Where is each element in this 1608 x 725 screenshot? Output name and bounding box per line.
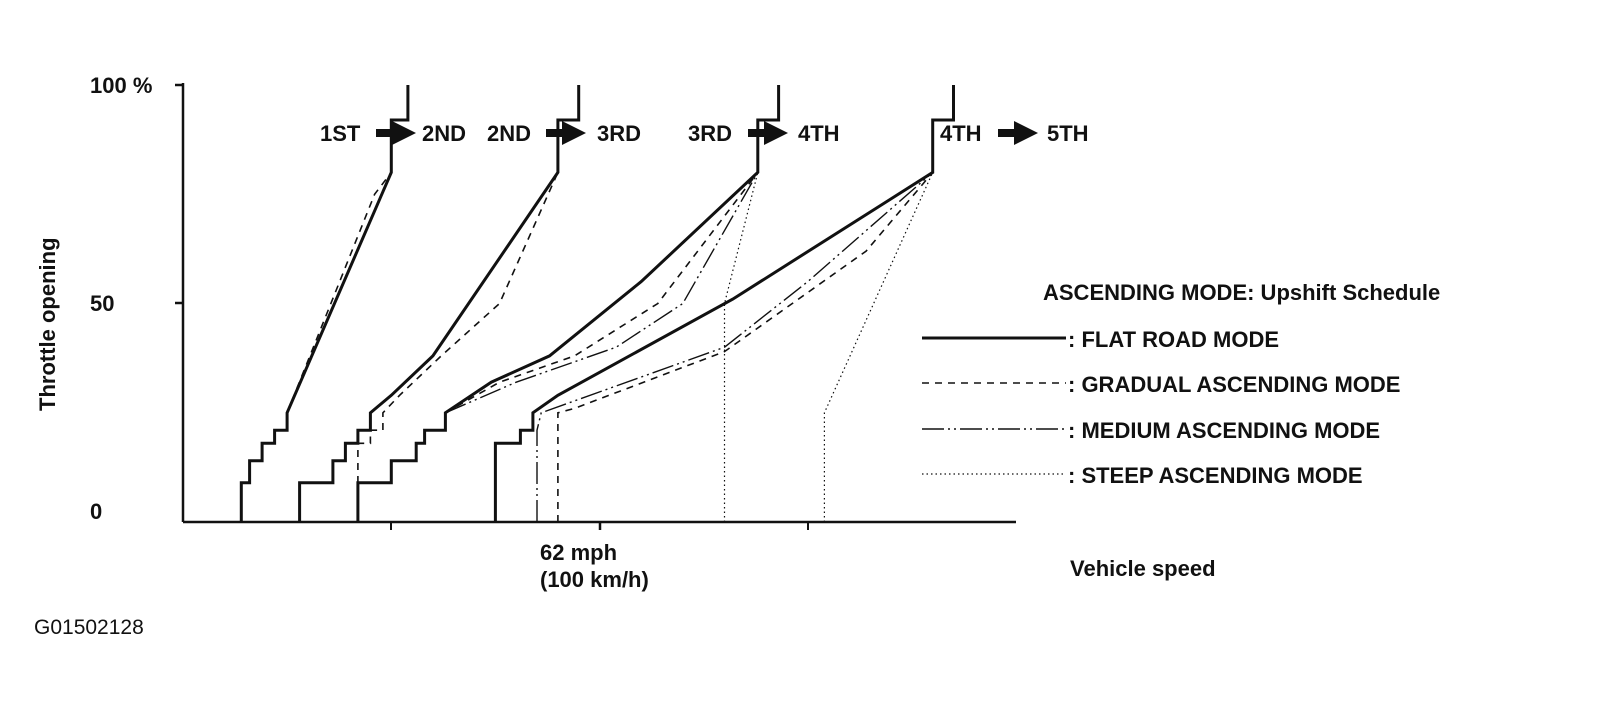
shift-from-label: 3RD — [688, 121, 732, 146]
shift-curves-2nd-3rd — [298, 85, 581, 522]
x-tick-label: 62 mph — [540, 540, 617, 565]
series-line-flat — [356, 85, 781, 522]
legend-title: ASCENDING MODE: Upshift Schedule — [1043, 280, 1440, 305]
x-tick-sublabel: (100 km/h) — [540, 567, 649, 592]
series-line-gradual — [357, 172, 559, 522]
y-axis-title: Throttle opening — [35, 237, 60, 411]
legend: ASCENDING MODE: Upshift Schedule : FLAT … — [922, 280, 1440, 488]
shift-curves-3rd-4th — [356, 85, 781, 522]
shift-label-4th-5th: 4TH 5TH — [940, 121, 1089, 146]
y-tick-label-50: 50 — [90, 291, 114, 316]
shift-to-label: 5TH — [1047, 121, 1089, 146]
series-line-medium — [445, 172, 759, 414]
shift-from-label: 4TH — [940, 121, 982, 146]
figure-code: G01502128 — [34, 616, 144, 639]
series-line-steep — [723, 172, 759, 522]
legend-label-flat: : FLAT ROAD MODE — [1068, 327, 1279, 352]
series-line-steep — [823, 172, 934, 522]
series-line-gradual — [286, 171, 392, 414]
shift-to-label: 2ND — [422, 121, 466, 146]
y-tick-label-100: 100 % — [90, 73, 152, 98]
shift-to-label: 4TH — [798, 121, 840, 146]
series-line-gradual — [557, 171, 934, 522]
series-line-flat — [239, 85, 410, 522]
series-line-gradual — [445, 171, 759, 414]
legend-label-steep: : STEEP ASCENDING MODE — [1068, 463, 1363, 488]
legend-label-gradual: : GRADUAL ASCENDING MODE — [1068, 372, 1400, 397]
series-line-flat — [493, 85, 955, 522]
shift-curves-1st-2nd — [239, 85, 410, 522]
shift-label-1st-2nd: 1ST 2ND — [320, 121, 466, 146]
series-layer — [239, 85, 955, 522]
shift-label-2nd-3rd: 2ND 3RD — [487, 121, 641, 146]
series-line-medium — [536, 171, 934, 522]
x-axis-title: Vehicle speed — [1070, 556, 1216, 581]
shift-label-3rd-4th: 3RD 4TH — [688, 121, 840, 146]
y-tick-label-0: 0 — [90, 499, 102, 524]
shift-curves-4th-5th — [493, 85, 955, 522]
series-line-flat — [298, 85, 581, 522]
shift-from-label: 1ST — [320, 121, 361, 146]
shift-from-label: 2ND — [487, 121, 531, 146]
legend-label-medium: : MEDIUM ASCENDING MODE — [1068, 418, 1380, 443]
shift-to-label: 3RD — [597, 121, 641, 146]
